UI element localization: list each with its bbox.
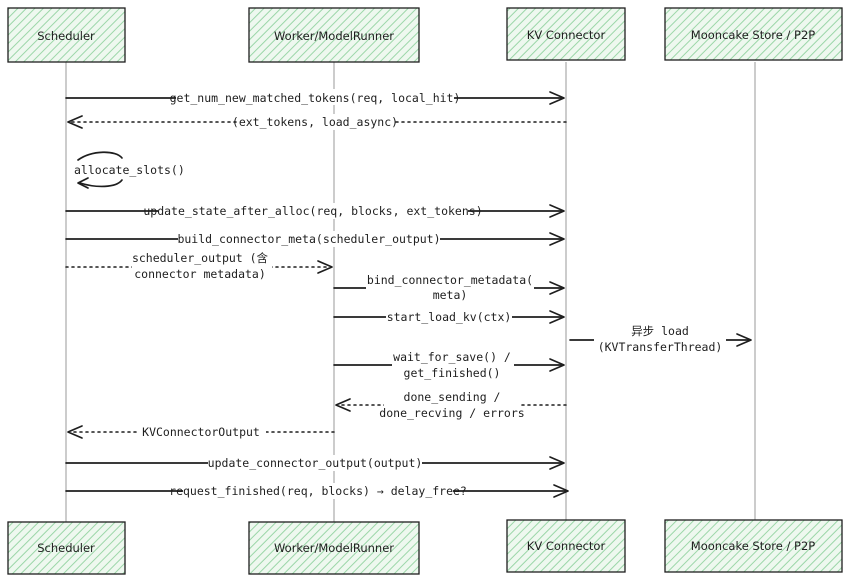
actor-label: Worker/ModelRunner [274, 29, 394, 43]
message-kv-connector-output: KVConnectorOutput [67, 424, 335, 440]
actor-label: KV Connector [527, 28, 606, 42]
actor-worker-top: Worker/ModelRunner [248, 7, 420, 63]
message-scheduler-output: scheduler_output (含 connector metadata) [65, 250, 333, 282]
message-start-load-kv: start_load_kv(ctx) [333, 309, 565, 325]
actor-connector-bottom: KV Connector [506, 519, 626, 573]
actor-scheduler-top: Scheduler [7, 7, 126, 63]
message-label: get_num_new_matched_tokens(req, local_hi… [170, 91, 461, 105]
message-label: build_connector_meta(scheduler_output) [177, 232, 440, 246]
message-build-connector-meta: build_connector_meta(scheduler_output) [65, 231, 565, 247]
message-label: allocate_slots() [74, 163, 185, 177]
actor-label: KV Connector [527, 539, 606, 553]
message-update-state-after-alloc: update_state_after_alloc(req, blocks, ex… [65, 203, 565, 219]
message-label-line1: bind_connector_metadata( [367, 273, 533, 287]
actor-scheduler-bottom: Scheduler [7, 521, 126, 575]
message-label-line2: get_finished() [404, 366, 501, 380]
message-label: (ext_tokens, load_async) [232, 115, 398, 129]
message-label: request_finished(req, blocks) → delay_fr… [169, 484, 467, 498]
message-done-sending: done_sending / done_recving / errors [335, 389, 567, 421]
message-label-line2: done_recving / errors [379, 406, 524, 420]
actor-store-top: Mooncake Store / P2P [664, 7, 843, 61]
message-label: KVConnectorOutput [142, 425, 260, 439]
actor-label: Mooncake Store / P2P [691, 539, 815, 553]
message-label: start_load_kv(ctx) [387, 310, 512, 324]
actor-label: Scheduler [37, 541, 95, 555]
message-label-line1: wait_for_save() / [393, 350, 511, 364]
message-wait-for-save: wait_for_save() / get_finished() [333, 349, 565, 381]
message-get-num-new-matched-tokens: get_num_new_matched_tokens(req, local_hi… [65, 89, 565, 105]
message-label: update_connector_output(output) [208, 456, 423, 470]
actor-label: Worker/ModelRunner [274, 541, 394, 555]
message-label-line2: meta) [433, 288, 468, 302]
actor-worker-bottom: Worker/ModelRunner [248, 521, 420, 575]
message-label-line1: 异步 load [631, 324, 689, 338]
message-label-line1: done_sending / [404, 390, 501, 404]
message-allocate-slots: allocate_slots() [74, 151, 185, 189]
message-bind-connector-metadata: bind_connector_metadata( meta) [333, 272, 565, 304]
message-async-load: 异步 load (KVTransferThread) [569, 323, 752, 356]
message-label-line2: (KVTransferThread) [598, 340, 723, 354]
message-update-connector-output: update_connector_output(output) [65, 455, 565, 471]
message-ext-tokens-return: (ext_tokens, load_async) [67, 114, 567, 130]
actor-label: Mooncake Store / P2P [691, 28, 815, 42]
actor-store-bottom: Mooncake Store / P2P [664, 519, 843, 573]
actor-label: Scheduler [37, 29, 95, 43]
actor-connector-top: KV Connector [506, 7, 626, 61]
message-label: update_state_after_alloc(req, blocks, ex… [143, 204, 482, 218]
message-label-line2: connector metadata) [134, 267, 266, 281]
message-label-line1: scheduler_output (含 [132, 251, 269, 265]
message-request-finished: request_finished(req, blocks) → delay_fr… [65, 483, 569, 499]
